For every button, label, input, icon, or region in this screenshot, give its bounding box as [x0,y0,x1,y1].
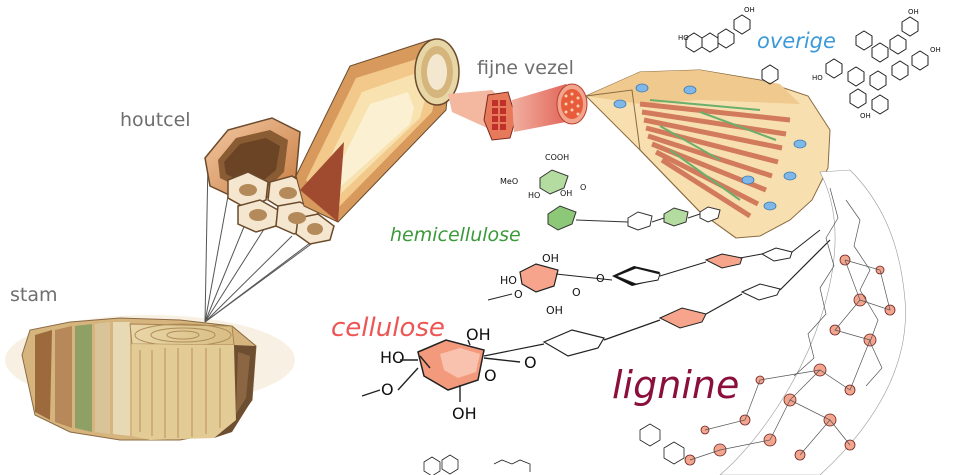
atom-ho-hemi: HO [528,191,540,200]
atom-oh-1: OH [744,6,755,14]
atom-o-methoxy: O [381,380,394,399]
label-overige: overige [757,29,836,53]
atom-cooh: COOH [545,153,569,162]
atom-ho: HO [500,274,517,287]
hemicellulose-atom-labels: COOH MeO HO OH O [500,153,586,200]
atom-oh-hemi: OH [560,189,572,198]
cellulose-upper-atom-labels: HO OH O O O OH [487,252,605,317]
overige-atom-labels: OH HO OH OH OH HO [678,6,941,120]
label-hemicellulose: hemicellulose [390,224,521,246]
atom-o-c: O [514,288,523,301]
atom-oh-top: OH [466,325,491,344]
atom-oh-b: OH [546,304,563,317]
label-cellulose: cellulose [331,313,445,343]
zoom-cone-trunk-to-cell [204,159,331,323]
atom-oh-bottom: OH [452,404,477,423]
wood-cell-illustration [204,38,460,245]
atom-o-hemi: O [580,183,586,192]
atom-oh-3: OH [930,46,941,54]
label-lignine: lignine [612,363,740,407]
atom-o-link: O [524,353,537,372]
lignin-network [639,169,906,475]
atom-oh-2: OH [908,8,919,16]
atom-o-b: O [596,272,605,285]
label-houtcel: houtcel [120,109,191,131]
cellulose-chain-upper [519,229,821,293]
cellulose-lower-atom-labels: OH HO O O O OH [361,325,537,423]
atom-ho-2: HO [812,74,823,82]
cellulose-chain-lower [417,239,831,391]
atom-o-a: O [572,286,581,299]
atom-ho-1: HO [678,34,689,42]
bottom-molecule-fragments [423,454,531,475]
overige-molecules [685,14,929,115]
hemicellulose-chain [539,169,721,231]
label-stam: stam [10,284,58,306]
atom-o-ring: O [484,366,497,385]
atom-meo: MeO [500,177,518,186]
atom-oh-4: OH [860,112,871,120]
label-fijne-vezel: fijne vezel [477,57,574,79]
atom-ho-left: HO [380,348,405,367]
fine-fiber-illustration [448,83,588,141]
atom-oh-a: OH [542,252,559,265]
tree-trunk-illustration [5,315,295,441]
